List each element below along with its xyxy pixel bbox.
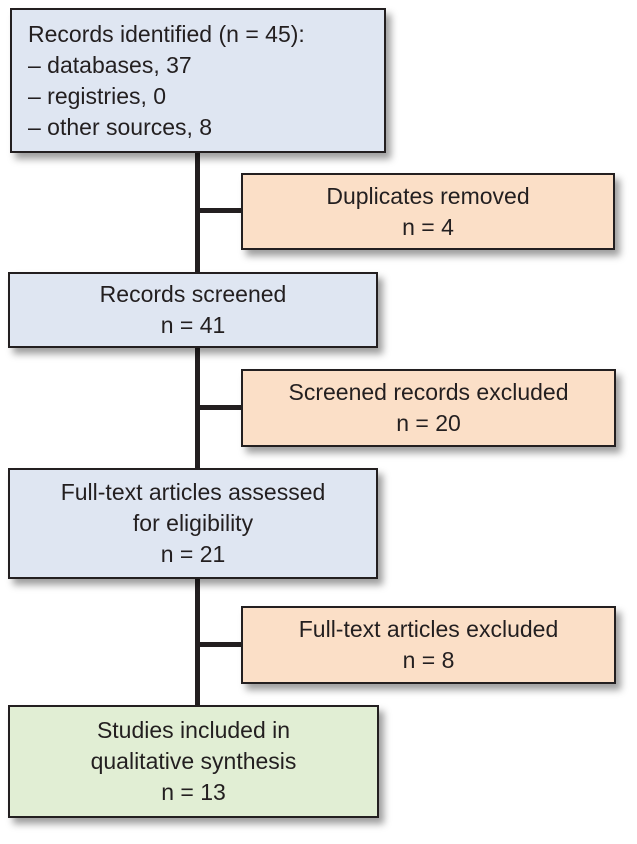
connector-branch-duplicates-removed — [197, 208, 243, 213]
box-count-line: n = 4 — [402, 213, 454, 240]
box-studies-included: Studies included in qualitative synthesi… — [8, 705, 379, 818]
connector-branch-full-text-articles-excluded — [197, 642, 243, 647]
box-text-line: – other sources, 8 — [28, 113, 213, 140]
box-records-identified: Records identified (n = 45): – databases… — [10, 8, 386, 153]
box-full-text-articles-assessed: Full-text articles assessed for eligibil… — [8, 468, 378, 579]
box-count-line: n = 21 — [160, 541, 226, 567]
box-count-line: n = 41 — [160, 312, 226, 338]
box-text-line: Records screened — [99, 281, 287, 307]
box-text-line: Duplicates removed — [326, 182, 530, 209]
box-records-screened: Records screened n = 41 — [8, 272, 378, 348]
box-text-line: Full-text articles assessed — [60, 479, 326, 505]
box-text-line: Records identified (n = 45): — [28, 20, 305, 47]
connector-branch-screened-records-excluded — [197, 405, 243, 410]
box-count-line: n = 13 — [161, 779, 226, 805]
box-text-line: – databases, 37 — [28, 51, 192, 78]
box-text-line: for eligibility — [132, 510, 254, 536]
box-text-line: – registries, 0 — [28, 82, 167, 109]
box-text-line: Screened records excluded — [288, 379, 569, 405]
box-count-line: n = 20 — [396, 410, 461, 436]
box-screened-records-excluded: Screened records excluded n = 20 — [241, 369, 616, 447]
box-duplicates-removed: Duplicates removed n = 4 — [241, 173, 615, 250]
box-full-text-articles-excluded: Full-text articles excluded n = 8 — [241, 606, 616, 684]
box-text-line: Studies included in — [96, 717, 291, 743]
box-text-line: qualitative synthesis — [90, 748, 297, 774]
connector-main-vertical-line — [195, 151, 200, 707]
box-count-line: n = 8 — [402, 647, 455, 673]
box-text-line: Full-text articles excluded — [298, 616, 559, 642]
